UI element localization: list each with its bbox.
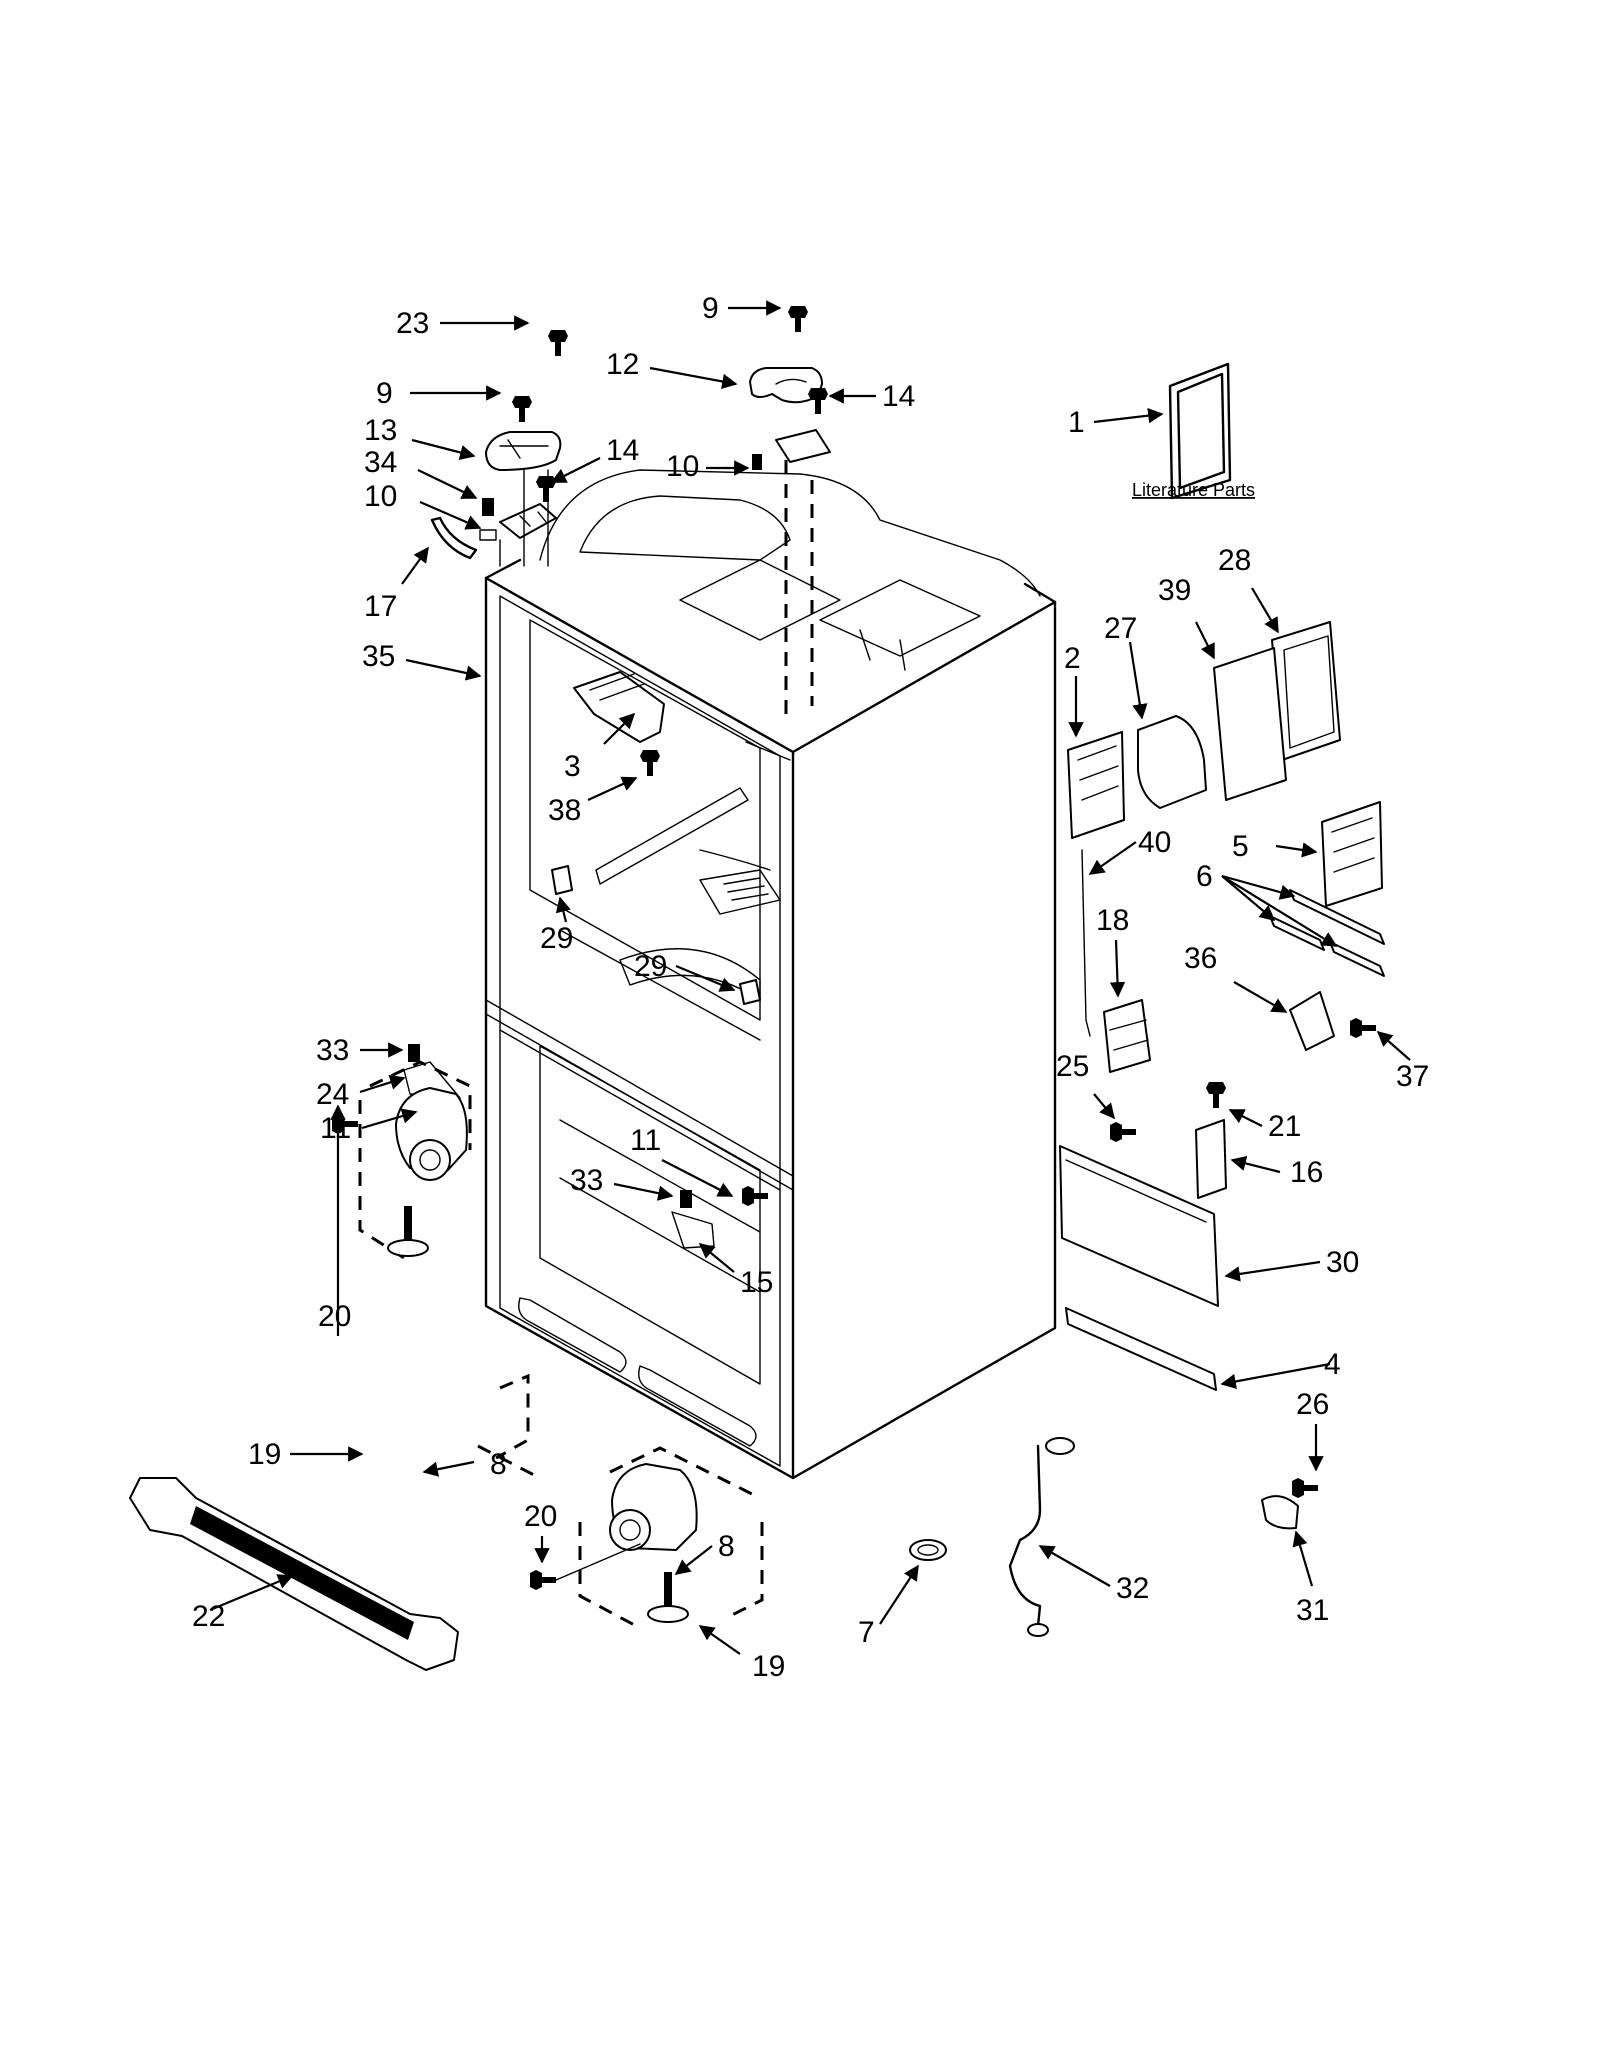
callout-40: 40 — [1138, 826, 1171, 859]
literature-booklet — [1168, 362, 1232, 500]
callout-16: 16 — [1290, 1156, 1323, 1189]
callout-17: 17 — [364, 590, 397, 623]
leader-lines — [209, 300, 1411, 1655]
toe-grille — [129, 1477, 459, 1671]
callout-18: 18 — [1096, 904, 1129, 937]
callout-22: 22 — [192, 1600, 225, 1633]
callout-14: 14 — [606, 434, 639, 467]
callout-23: 23 — [396, 307, 429, 340]
callout-11: 11 — [630, 1124, 661, 1157]
callout-2: 2 — [1064, 642, 1081, 675]
interior-parts — [403, 671, 768, 1249]
top-center-hinge — [749, 306, 831, 470]
callout-37: 37 — [1396, 1060, 1429, 1093]
callout-11: 11 — [320, 1112, 351, 1145]
literature-parts-label: Literature Parts — [1132, 480, 1255, 500]
callout-13: 13 — [364, 414, 397, 447]
callout-26: 26 — [1296, 1388, 1329, 1421]
callout-6: 6 — [1196, 860, 1213, 893]
callout-10: 10 — [364, 480, 397, 513]
callout-39: 39 — [1158, 574, 1191, 607]
front-roller-assembly-right — [530, 1446, 764, 1630]
callout-36: 36 — [1184, 942, 1217, 975]
callout-5: 5 — [1232, 830, 1249, 863]
refrigerator-cabinet — [484, 460, 1057, 1480]
callout-38: 38 — [548, 794, 581, 827]
water-valve-ring — [909, 1539, 947, 1561]
control-panel-parts — [1059, 621, 1385, 1530]
water-tube — [1008, 1437, 1075, 1637]
vent-grille — [699, 869, 781, 915]
callout-33: 33 — [570, 1164, 603, 1197]
callout-25: 25 — [1056, 1050, 1089, 1083]
callout-29: 29 — [540, 922, 573, 955]
front-roller-assembly-left — [332, 1060, 537, 1478]
callout-31: 31 — [1296, 1594, 1329, 1627]
callout-30: 30 — [1326, 1246, 1359, 1279]
callout-24: 24 — [316, 1078, 349, 1111]
callout-21: 21 — [1268, 1110, 1301, 1143]
callout-1: 1 — [1068, 406, 1085, 439]
callout-19: 19 — [248, 1438, 281, 1471]
callout-35: 35 — [362, 640, 395, 673]
top-left-hinge-assembly — [430, 330, 568, 567]
callout-3: 3 — [564, 750, 581, 783]
callout-8: 8 — [718, 1530, 735, 1563]
callout-14: 14 — [882, 380, 915, 413]
callout-20: 20 — [524, 1500, 557, 1533]
callout-9: 9 — [376, 377, 393, 410]
callout-7: 7 — [858, 1616, 875, 1649]
callout-34: 34 — [364, 446, 397, 479]
callout-29: 29 — [634, 950, 667, 983]
callout-20: 20 — [318, 1300, 351, 1333]
callout-9: 9 — [702, 292, 719, 325]
callout-4: 4 — [1324, 1348, 1341, 1381]
callout-27: 27 — [1104, 612, 1137, 645]
callout-labels: 23 9 13 34 10 17 35 14 9 12 14 10 1 Lite… — [192, 292, 1429, 1683]
callout-32: 32 — [1116, 1572, 1149, 1605]
callout-8: 8 — [490, 1448, 507, 1481]
callout-19: 19 — [752, 1650, 785, 1683]
callout-10: 10 — [666, 450, 699, 483]
callout-33: 33 — [316, 1034, 349, 1067]
callout-12: 12 — [606, 348, 639, 381]
callout-15: 15 — [740, 1266, 773, 1299]
callout-28: 28 — [1218, 544, 1251, 577]
